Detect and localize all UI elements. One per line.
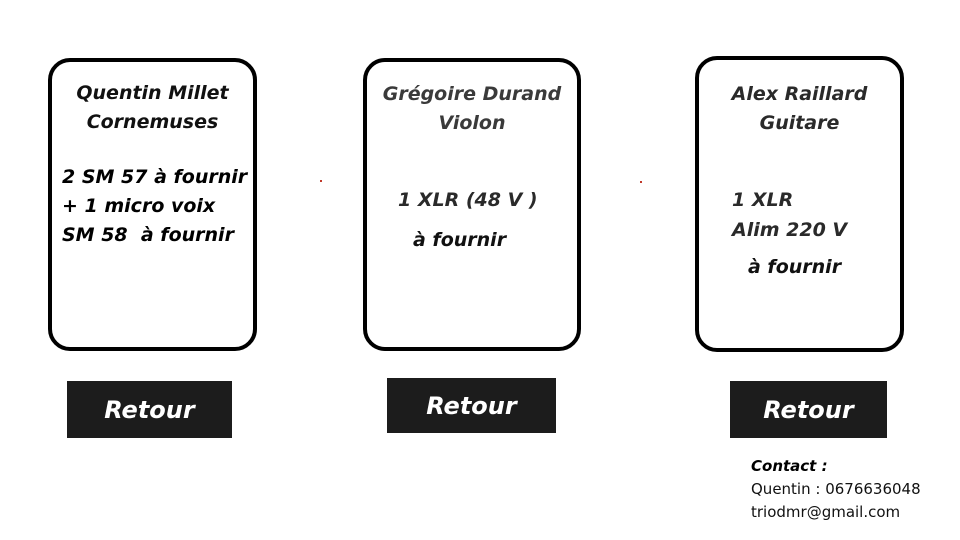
equipment-provision: à fournir: [748, 256, 842, 278]
equipment-needs: 2 SM 57 à fournir + 1 micro voix SM 58 à…: [62, 166, 248, 246]
card-header: Grégoire Durand Violon: [367, 80, 577, 138]
musician-card-quentin: Quentin Millet Cornemuses 2 SM 57 à four…: [48, 58, 257, 351]
musician-card-alex: Alex Raillard Guitare 1 XLR Alim 220 V à…: [695, 56, 904, 352]
contact-email[interactable]: triodmr@gmail.com: [751, 503, 901, 521]
stray-dot: [320, 180, 322, 182]
equipment-needs: 1 XLR (48 V ): [398, 189, 538, 211]
card-header: Alex Raillard Guitare: [699, 80, 900, 138]
retour-button-quentin[interactable]: Retour: [67, 381, 232, 438]
musician-instrument: Cornemuses: [86, 111, 219, 133]
musician-name: Grégoire Durand: [382, 83, 562, 105]
contact-title: Contact :: [751, 457, 828, 475]
musician-card-gregoire: Grégoire Durand Violon 1 XLR (48 V ) à f…: [363, 58, 581, 351]
equipment-needs: 1 XLR Alim 220 V: [732, 189, 848, 241]
musician-instrument: Guitare: [759, 112, 840, 134]
musician-name: Quentin Millet: [76, 82, 229, 104]
contact-phone: Quentin : 0676636048: [751, 480, 921, 498]
stray-dot: [640, 181, 642, 183]
contact-block: Contact : Quentin : 0676636048 triodmr@g…: [751, 455, 921, 524]
card-header: Quentin Millet Cornemuses: [52, 79, 253, 137]
retour-button-alex[interactable]: Retour: [730, 381, 887, 438]
retour-button-gregoire[interactable]: Retour: [387, 378, 556, 433]
musician-name: Alex Raillard: [731, 83, 868, 105]
musician-instrument: Violon: [438, 112, 506, 134]
equipment-provision: à fournir: [413, 229, 507, 251]
